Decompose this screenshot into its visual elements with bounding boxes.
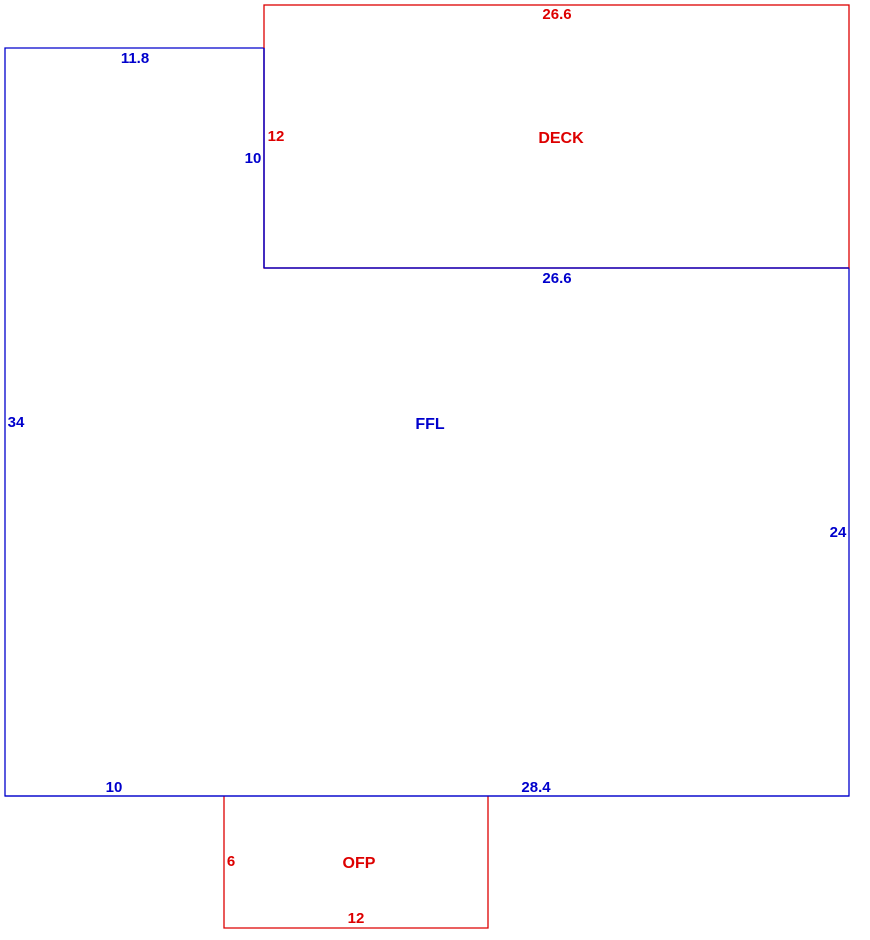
ofp-dim-bottom: 12 [348,910,365,927]
ffl-area-label: FFL [415,416,445,433]
deck-dim-left: 12 [268,128,285,145]
ffl-dim-bottom-left: 10 [106,779,123,796]
deck-dim-top: 26.6 [542,6,571,23]
ffl-dim-inner-left: 10 [245,150,262,167]
ffl-dim-right: 24 [830,524,847,541]
ffl-dim-bottom-right: 28.4 [521,779,551,796]
ofp-outline [223,796,489,929]
ffl-dim-left: 34 [8,414,25,431]
deck-area-label: DECK [538,130,584,147]
ofp-dim-left: 6 [227,853,235,870]
ofp-area-label: OFP [343,855,376,872]
ffl-dim-top: 11.8 [121,50,149,67]
ffl-dim-inner-top: 26.6 [542,270,571,287]
